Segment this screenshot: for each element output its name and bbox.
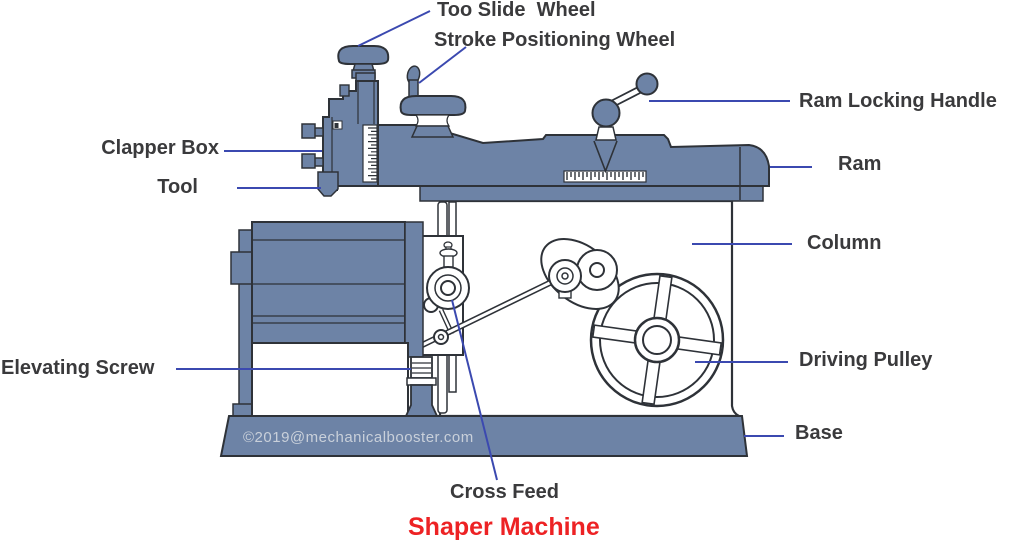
cross-feed-assembly <box>420 235 470 356</box>
driving-pulley-shape <box>589 272 725 408</box>
label-cross-feed: Cross Feed <box>450 481 559 503</box>
label-elevating-screw: Elevating Screw <box>1 357 155 379</box>
label-driving-pulley: Driving Pulley <box>799 349 933 371</box>
stroke-positioning-wheel-shape <box>399 65 467 138</box>
base-shape <box>219 415 749 457</box>
clapper-box-shape <box>301 123 324 169</box>
elevating-screw-shape <box>404 356 439 417</box>
label-column: Column <box>807 232 882 254</box>
watermark: ©2019@mechanicalbooster.com <box>243 429 474 446</box>
label-tool: Tool <box>157 176 198 198</box>
label-base: Base <box>795 422 843 444</box>
tool-slide-wheel-shape <box>337 45 390 84</box>
ram-shape <box>376 124 770 202</box>
diagram-title: Shaper Machine <box>408 513 600 541</box>
label-tool-slide-wheel: Too Slide Wheel <box>437 0 596 21</box>
table-shape <box>230 221 424 417</box>
label-stroke-positioning-wheel: Stroke Positioning Wheel <box>434 29 676 51</box>
leader-cross-feed <box>451 299 498 481</box>
ram-locking-handle-shape <box>591 72 659 141</box>
leader-tool-slide-wheel <box>357 10 431 47</box>
label-ram: Ram <box>838 153 882 175</box>
label-ram-locking-handle: Ram Locking Handle <box>799 90 997 112</box>
leader-stroke-positioning-wheel <box>418 46 467 84</box>
slide-ruler <box>362 124 378 183</box>
label-clapper-box: Clapper Box <box>101 137 219 159</box>
tool-shape <box>317 171 339 197</box>
stroke-scale <box>563 170 647 183</box>
leader-lines <box>176 10 812 481</box>
tool-head-assembly <box>301 45 390 197</box>
belt-and-crank <box>412 238 620 352</box>
